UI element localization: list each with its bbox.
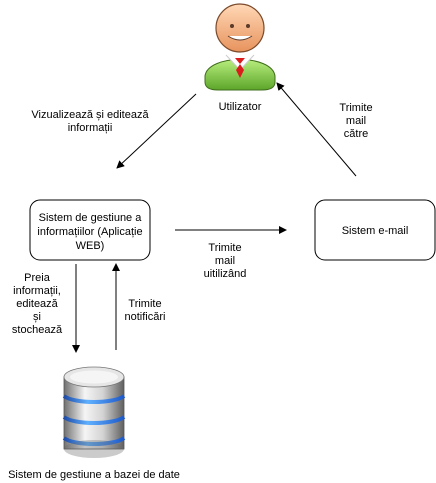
- database-icon: [62, 366, 126, 458]
- email-system-label: Sistem e-mail: [342, 225, 409, 237]
- edge-label-send-notifications-line-1: Trimite: [128, 298, 161, 310]
- edge-label-fetch-edit-store-line-2: informații,: [13, 285, 61, 297]
- user-avatar-icon: [204, 3, 276, 91]
- edge-label-fetch-edit-store-line-5: stochează: [12, 324, 63, 336]
- arrow-user-to-web-app: [116, 93, 197, 169]
- arrow-email-to-user: [276, 82, 357, 177]
- edge-label-send-mail-using-line-3: uitilizând: [204, 268, 247, 280]
- web-app-label-line-2: informațiilor (Aplicație: [37, 226, 142, 238]
- edge-label-send-notifications-line-2: notificări: [125, 311, 166, 323]
- edge-label-send-mail-to-line-3: către: [344, 128, 368, 140]
- web-app-label-line-1: Sistem de gestiune a: [39, 212, 143, 224]
- web-app-label-line-3: WEB): [76, 240, 105, 252]
- edge-label-view-edit-line-1: Vizualizează și editează: [31, 109, 149, 121]
- database-label: Sistem de gestiune a bazei de date: [8, 469, 180, 481]
- user-label: Utilizator: [219, 101, 262, 113]
- edge-label-fetch-edit-store-line-1: Preia: [24, 272, 51, 284]
- edge-label-fetch-edit-store-line-4: și: [33, 311, 41, 323]
- email-system-box[interactable]: [314, 199, 436, 261]
- web-app-box[interactable]: [29, 199, 151, 261]
- edge-label-send-mail-to-line-1: Trimite: [339, 102, 372, 114]
- edge-label-send-mail-to-line-2: mail: [346, 115, 366, 127]
- edge-label-send-mail-using-line-1: Trimite: [208, 242, 241, 254]
- edge-label-fetch-edit-store-line-3: editează: [16, 298, 58, 310]
- edge-label-view-edit-line-2: informații: [68, 122, 113, 134]
- edge-label-send-mail-using-line-2: mail: [215, 255, 235, 267]
